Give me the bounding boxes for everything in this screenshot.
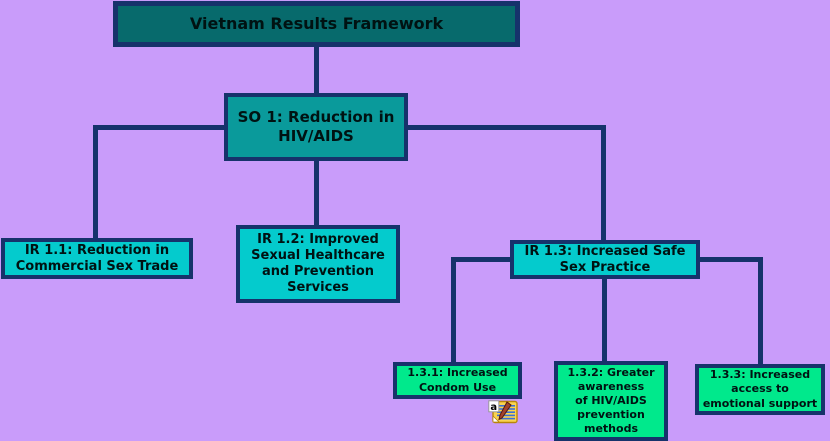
- connector-so1-left-horizontal: [93, 125, 224, 130]
- connector-ir13-to-out132: [602, 278, 607, 362]
- connector-title-to-so1: [314, 47, 319, 93]
- node-out-1-3-2[interactable]: 1.3.2: Greater awareness of HIV/AIDS pre…: [554, 361, 668, 441]
- connector-ir13-to-out133: [758, 257, 763, 365]
- text-edit-cursor-letter: a: [490, 402, 497, 413]
- node-out-1-3-3[interactable]: 1.3.3: Increased access to emotional sup…: [695, 364, 825, 415]
- connector-so1-right-horizontal: [408, 125, 606, 130]
- connector-ir13-left-horizontal: [451, 257, 510, 262]
- node-out-1-3-1[interactable]: 1.3.1: Increased Condom Use: [393, 362, 522, 399]
- node-so1[interactable]: SO 1: Reduction in HIV/AIDS: [224, 93, 408, 161]
- node-ir-1-2[interactable]: IR 1.2: Improved Sexual Healthcare and P…: [236, 225, 400, 303]
- connector-so1-to-ir13: [601, 125, 606, 240]
- node-framework-title[interactable]: Vietnam Results Framework: [113, 1, 520, 47]
- connector-ir13-right-horizontal: [700, 257, 762, 262]
- text-edit-cursor-icon: a: [488, 400, 518, 424]
- connector-so1-to-ir12: [314, 161, 319, 225]
- node-ir-1-3[interactable]: IR 1.3: Increased Safe Sex Practice: [510, 240, 700, 279]
- connector-so1-to-ir11: [93, 125, 98, 238]
- node-ir-1-1[interactable]: IR 1.1: Reduction in Commercial Sex Trad…: [1, 238, 193, 279]
- connector-ir13-to-out131: [451, 257, 456, 363]
